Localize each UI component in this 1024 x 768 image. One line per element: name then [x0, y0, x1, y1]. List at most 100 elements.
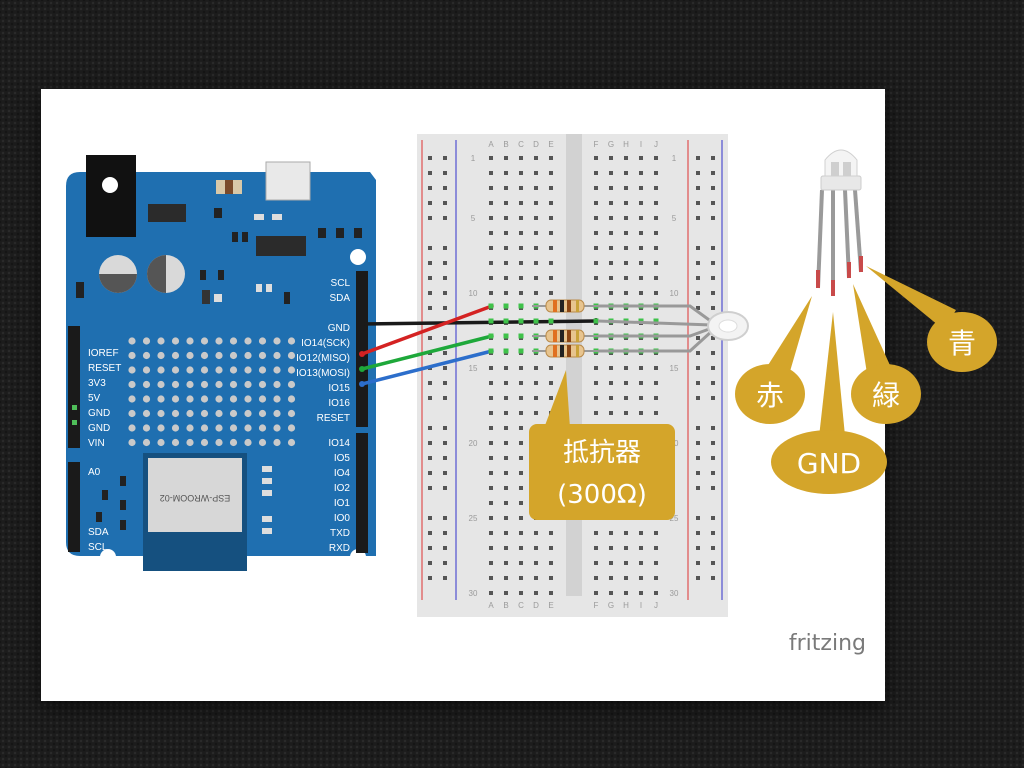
callouts: 抵抗器 (300Ω) 赤 緑 GND 青: [529, 266, 997, 520]
pin-label: IO4: [334, 468, 351, 479]
header-left-bottom: [68, 462, 80, 552]
column-label: D: [533, 140, 539, 149]
pin-label: IO13(MOSI): [296, 368, 350, 379]
column-label: G: [608, 601, 614, 610]
row-label: 30: [670, 589, 679, 598]
wire-gnd-black: [360, 319, 598, 326]
row-label: 10: [469, 289, 478, 298]
row-label: 1: [672, 154, 677, 163]
mounting-hole: [350, 249, 366, 265]
pin-label: GND: [88, 408, 110, 419]
column-label: A: [488, 140, 494, 149]
pin-label: RXD: [329, 543, 350, 554]
column-label: J: [654, 601, 658, 610]
callout-gnd: GND: [771, 312, 887, 494]
module-can: [148, 458, 242, 532]
pin-label: RESET: [88, 363, 121, 374]
callout-blue-label: 青: [948, 327, 976, 360]
row-label: 5: [672, 214, 677, 223]
resistors: [532, 299, 598, 358]
fritzing-logo: fritzing: [789, 631, 866, 656]
pin-label: VIN: [88, 438, 105, 449]
row-label: 15: [469, 364, 478, 373]
pin-label: TXD: [330, 528, 350, 539]
row-label: 1: [471, 154, 476, 163]
pin-label: IO14(SCK): [301, 338, 350, 349]
callout-red: 赤: [735, 296, 812, 424]
callout-green: 緑: [851, 284, 921, 424]
row-label: 20: [469, 439, 478, 448]
column-label: C: [518, 601, 524, 610]
callout-resistor-line2: (300Ω): [557, 480, 647, 510]
pin-label: SCL: [88, 542, 108, 553]
pin-label: SDA: [88, 527, 109, 538]
pin-label: SCL: [331, 278, 351, 289]
callout-green-label: 緑: [872, 379, 900, 412]
pin-label: IOREF: [88, 348, 119, 359]
breadboard-center-channel: [566, 134, 582, 596]
header-right-top: [356, 271, 368, 427]
mounting-hole: [100, 549, 116, 565]
pin-label: IO14: [328, 438, 350, 449]
row-label: 25: [469, 514, 478, 523]
pin-label: IO15: [328, 383, 350, 394]
pin-label: IO1: [334, 498, 351, 509]
wire-io12-red: [360, 304, 494, 356]
chip-small: [148, 204, 186, 222]
column-label: H: [623, 140, 629, 149]
power-jack: [86, 155, 136, 237]
wire-io13-green: [360, 334, 494, 371]
callout-resistor-line1: 抵抗器: [563, 438, 641, 468]
column-label: G: [608, 140, 614, 149]
callout-blue: 青: [866, 266, 997, 372]
column-label: B: [503, 601, 508, 610]
pin-labels-right: SCL SDA GND IO14(SCK) IO12(MISO) IO13(MOSI) IO…: [296, 278, 350, 554]
callout-gnd-label: GND: [797, 447, 861, 480]
module-label: ESP-WROOM-02: [160, 493, 231, 503]
row-label: 10: [670, 289, 679, 298]
proto-grid: [128, 337, 296, 447]
column-label: H: [623, 601, 629, 610]
column-label: E: [548, 601, 553, 610]
mounting-hole: [102, 177, 118, 193]
header-left-top: [68, 326, 80, 448]
column-label: F: [594, 601, 599, 610]
pin-label: RESET: [317, 413, 350, 424]
pin-label: A0: [88, 467, 101, 478]
column-label: D: [533, 601, 539, 610]
column-label: A: [488, 601, 494, 610]
pin-label: IO12(MISO): [296, 353, 350, 364]
callout-resistor: 抵抗器 (300Ω): [529, 370, 675, 520]
wire-io15-blue: [360, 349, 494, 386]
row-label: 30: [469, 589, 478, 598]
column-label: B: [503, 140, 508, 149]
breadboard: AABBCCDDEEFFGGHHIIJJ11551010151520202525…: [417, 134, 728, 617]
pin-label: IO0: [334, 513, 351, 524]
usb-connector: [265, 161, 311, 201]
pin-label: SDA: [329, 293, 350, 304]
pin-label: 5V: [88, 393, 101, 404]
column-label: E: [548, 140, 553, 149]
pin-label: GND: [328, 323, 350, 334]
column-label: J: [654, 140, 658, 149]
esp-board: ESP-WROOM-02 SCL SDA GND IO14(SCK) IO12(MISO…: [66, 155, 376, 571]
column-label: C: [518, 140, 524, 149]
breadboard-labels: AABBCCDDEEFFGGHHIIJJ11551010151520202525…: [469, 140, 679, 610]
resistor: [532, 329, 598, 343]
header-right-bottom: [356, 433, 368, 553]
column-label: F: [594, 140, 599, 149]
resistor: [532, 299, 598, 313]
row-label: 15: [670, 364, 679, 373]
pin-label: IO2: [334, 483, 351, 494]
resistor: [532, 344, 598, 358]
wires: [359, 304, 599, 387]
regulator-chip: [256, 236, 306, 256]
column-label: I: [640, 601, 642, 610]
row-label: 5: [471, 214, 476, 223]
pin-label: IO16: [328, 398, 350, 409]
pin-label: IO5: [334, 453, 351, 464]
callout-red-label: 赤: [756, 379, 784, 412]
rgb-led-on-board: [597, 304, 749, 353]
